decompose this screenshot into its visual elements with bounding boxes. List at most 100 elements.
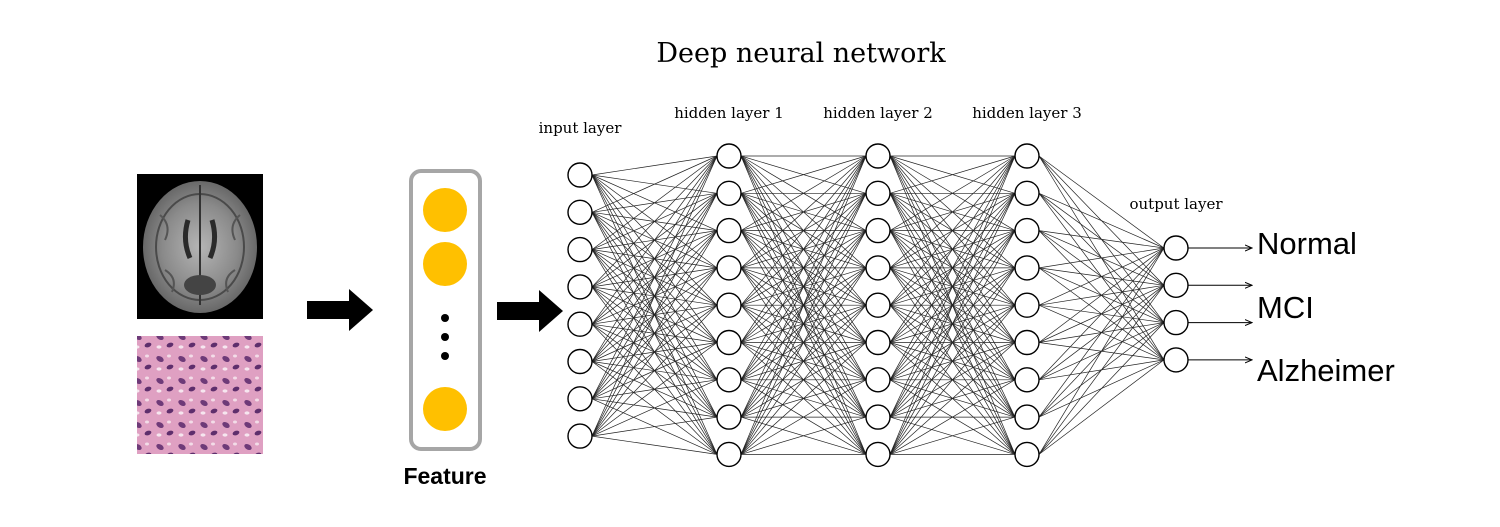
network-edge [591,155,718,288]
hidden-node [865,180,891,207]
network-edge [889,155,1016,306]
hidden-layer-2-label: hidden layer 2 [823,104,933,122]
network-edge [740,155,867,306]
network-edge [1038,155,1165,249]
hidden-node [716,255,742,281]
feature-vector [409,169,482,451]
network-edge [591,155,718,176]
network-edge [1038,247,1165,269]
network-edge [591,193,718,437]
feature-dot [423,188,467,232]
network-edge [889,193,1016,455]
feature-dot [423,242,467,286]
network-edge [889,155,1016,269]
hidden-node [1014,441,1040,468]
network-edge [889,155,1016,194]
network-edge [1038,247,1165,418]
output-arrows [1188,248,1252,360]
network-edge [740,155,867,418]
hidden-node [865,217,891,244]
network-edge [740,155,867,231]
output-layer-label: output layer [1129,195,1223,213]
network-edge [889,155,1016,380]
hidden-node [865,255,891,281]
network-edge [1038,322,1165,455]
network-edge [740,155,867,380]
hidden-layer-1-label: hidden layer 1 [674,104,784,122]
hidden-node [1014,180,1040,207]
network-edge [740,379,867,455]
input-node [567,386,593,412]
hidden-node [865,329,891,356]
input-node [567,311,593,337]
ellipsis-dot [441,314,449,322]
hidden-node [865,143,891,169]
network-edge [889,230,1016,455]
output-label-normal: Normal [1257,226,1357,261]
brain-mri-image [137,174,263,319]
diagram-title: Deep neural network [656,38,946,69]
network-edges [591,155,1165,455]
output-node [1163,272,1189,298]
hidden-layer-3-label: hidden layer 3 [972,104,1082,122]
network-edge [1038,247,1165,306]
network-edge [889,155,1016,418]
hidden-node [1014,404,1040,430]
hidden-node [716,292,742,318]
network-edge [1038,247,1165,343]
feature-dot [423,387,467,431]
ellipsis-dot [441,333,449,341]
network-edge [591,230,718,437]
input-node [567,199,593,226]
network-edge [889,155,1016,455]
network-edge [591,416,718,437]
network-edge [740,155,867,269]
hidden-node [1014,255,1040,281]
network-edge [591,155,718,362]
network-edge [1038,247,1165,455]
network-edge [591,155,718,213]
network-nodes [567,143,1189,468]
input-node [567,162,593,188]
network-edge [1038,230,1165,249]
output-label-mci: MCI [1257,290,1314,325]
output-node [1163,235,1189,261]
network-edge [591,435,718,455]
feature-label: Feature [403,463,486,489]
input-node [567,236,593,263]
network-edge [740,155,867,343]
hidden-node [865,404,891,430]
network-edge [740,342,867,455]
network-edge [889,379,1016,455]
network-edge [1038,192,1165,249]
network-edge [1038,285,1165,455]
hidden-node [1014,367,1040,393]
output-label-alzheimer: Alzheimer [1257,353,1395,388]
arrow-to-feature [307,289,373,331]
network-edge [591,379,718,437]
hidden-node [1014,217,1040,244]
output-node [1163,347,1189,373]
arrow-to-network [497,290,563,332]
hidden-node [716,441,742,468]
input-node [567,348,593,375]
network-edge [889,342,1016,455]
input-node [567,274,593,300]
network-edge [591,304,718,437]
hidden-node [865,441,891,468]
network-edge [740,230,867,455]
hidden-node [1014,329,1040,356]
network-edge [889,267,1016,455]
network-edge [591,342,718,437]
output-node [1163,309,1189,336]
network-edge [591,155,718,250]
network-edge [740,267,867,455]
hidden-node [716,217,742,244]
network-edge [740,304,867,455]
network-edge [740,155,867,455]
network-edge [591,155,718,437]
hidden-node [716,143,742,169]
hidden-node [716,367,742,393]
input-layer-label: input layer [539,119,623,137]
